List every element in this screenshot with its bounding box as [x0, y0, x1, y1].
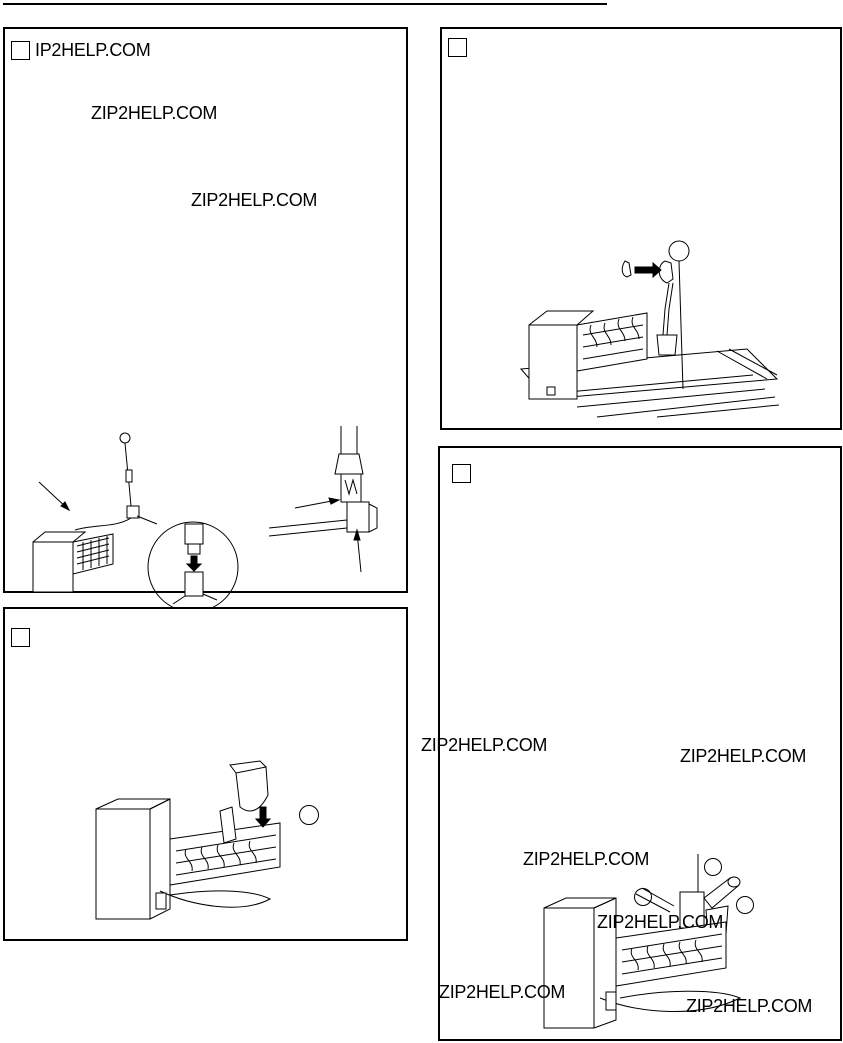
step-number-box — [448, 38, 467, 57]
step-panel-2 — [440, 27, 842, 430]
watermark-text: ZIP2HELP.COM — [680, 746, 807, 766]
step-number-box — [452, 464, 471, 483]
step-panel-4 — [438, 446, 842, 1041]
watermark-text: ZIP2HELP.COM — [421, 735, 548, 755]
watermark-text: ZIP2HELP.COM — [686, 996, 813, 1016]
connector-plug-icon — [268, 426, 378, 573]
ice-maker-fill-cup-icon — [95, 760, 281, 920]
step-panel-1: IP2HELP.COM ZIP2HELP.COM ZIP2HELP.COM — [3, 27, 408, 613]
watermark-text: ZIP2HELP.COM — [439, 982, 566, 1002]
callout-circle — [299, 805, 319, 825]
watermark-text: ZIP2HELP.COM — [523, 849, 650, 869]
step-panel-3 — [3, 607, 408, 941]
watermark-text: ZIP2HELP.COM — [91, 103, 218, 123]
watermark-text: ZIP2HELP.COM — [597, 912, 724, 932]
step-number-box — [11, 628, 30, 647]
callout-circle — [736, 896, 754, 914]
step-number-box — [11, 41, 30, 60]
ice-maker-wiring-harness-icon — [32, 432, 239, 613]
ice-maker-on-shelf-icon — [519, 240, 780, 418]
watermark-text: ZIP2HELP.COM — [191, 190, 318, 210]
ice-maker-fill-tube-icon — [543, 854, 742, 1029]
top-rule — [3, 3, 607, 5]
callout-circle — [704, 858, 722, 876]
watermark-text: IP2HELP.COM — [35, 40, 151, 60]
